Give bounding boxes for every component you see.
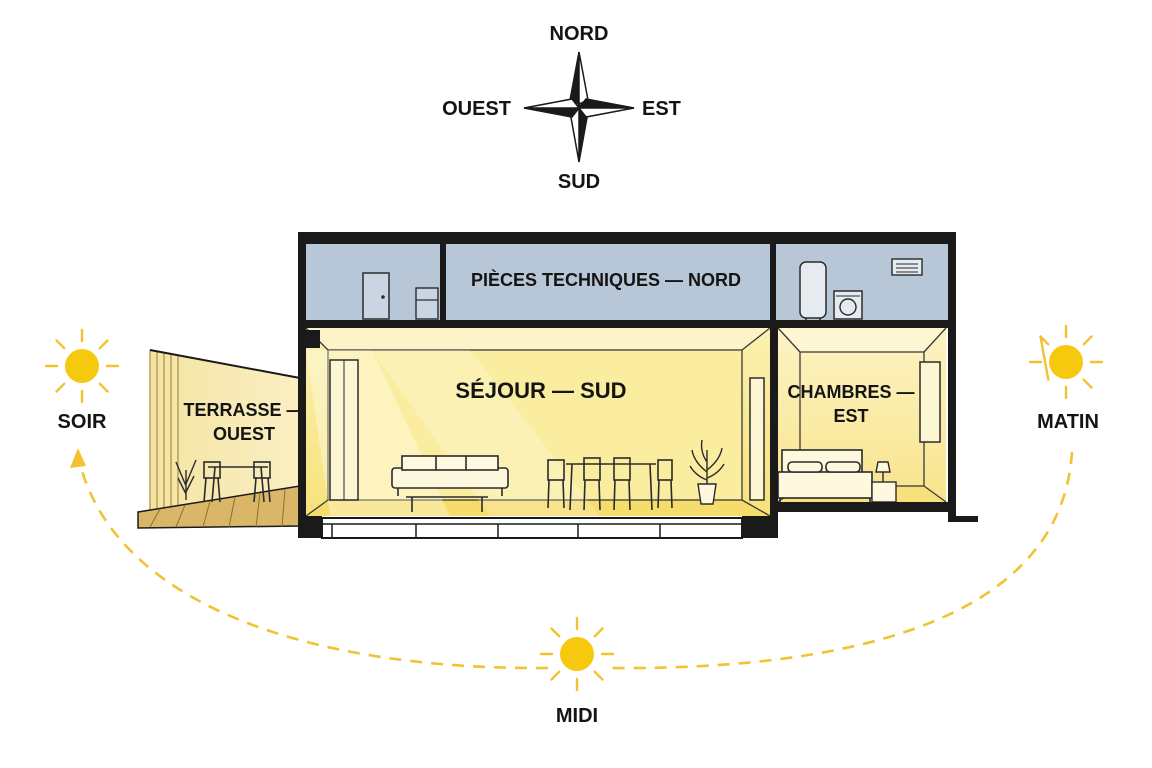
- terrace-table-chairs-icon: [203, 461, 271, 503]
- sun-evening-label: SOIR: [58, 411, 107, 433]
- terrace-wood-screen: [149, 350, 179, 512]
- dining-table-chairs-icon: [547, 457, 673, 511]
- bedroom-window: [919, 361, 941, 443]
- terrace-west: [137, 349, 301, 529]
- sun-icon-morning: [1028, 324, 1104, 400]
- living-room-label: SÉJOUR — SUD: [455, 378, 626, 403]
- compass-rose-icon: [523, 51, 635, 163]
- bed-icon: [777, 449, 873, 506]
- indoor-plant-icon: [689, 439, 725, 505]
- terrace-label-line1: TERRASSE —: [183, 400, 304, 420]
- bedrooms-east: [777, 327, 947, 506]
- compass-north-label: NORD: [550, 23, 609, 45]
- bedrooms-label-line2: EST: [833, 406, 868, 426]
- compass-west-label: OUEST: [442, 98, 511, 120]
- technical-rooms-label: PIÈCES TECHNIQUES — NORD: [471, 269, 741, 290]
- water-heater-icon: [799, 261, 827, 319]
- compass-south-label: SUD: [558, 171, 600, 193]
- living-glazing-rail: [321, 517, 743, 539]
- technical-rooms-north: [302, 244, 948, 322]
- ventilation-grille-icon: [891, 258, 923, 276]
- sun-icon-noon: [539, 616, 615, 692]
- sun-path-arrowhead: [70, 448, 86, 468]
- sun-noon-label: MIDI: [556, 705, 598, 727]
- living-door-right: [749, 377, 765, 501]
- house-structure: [298, 232, 978, 538]
- sun-icon-evening: [44, 328, 120, 404]
- sun-path-arc: [76, 451, 1074, 670]
- compass-east-label: EST: [642, 98, 681, 120]
- living-room-south: [305, 327, 771, 517]
- sun-morning-label: MATIN: [1037, 411, 1099, 433]
- door-icon: [362, 272, 390, 320]
- sofa-icon: [391, 455, 509, 496]
- coffee-table-icon: [406, 496, 488, 512]
- bedside-lamp-icon: [871, 461, 897, 503]
- terrace-label-line2: OUEST: [213, 424, 275, 444]
- terrace-plant-icon: [175, 459, 197, 500]
- technical-cabinet-icon: [415, 287, 439, 320]
- bedrooms-label-line1: CHAMBRES —: [787, 382, 914, 402]
